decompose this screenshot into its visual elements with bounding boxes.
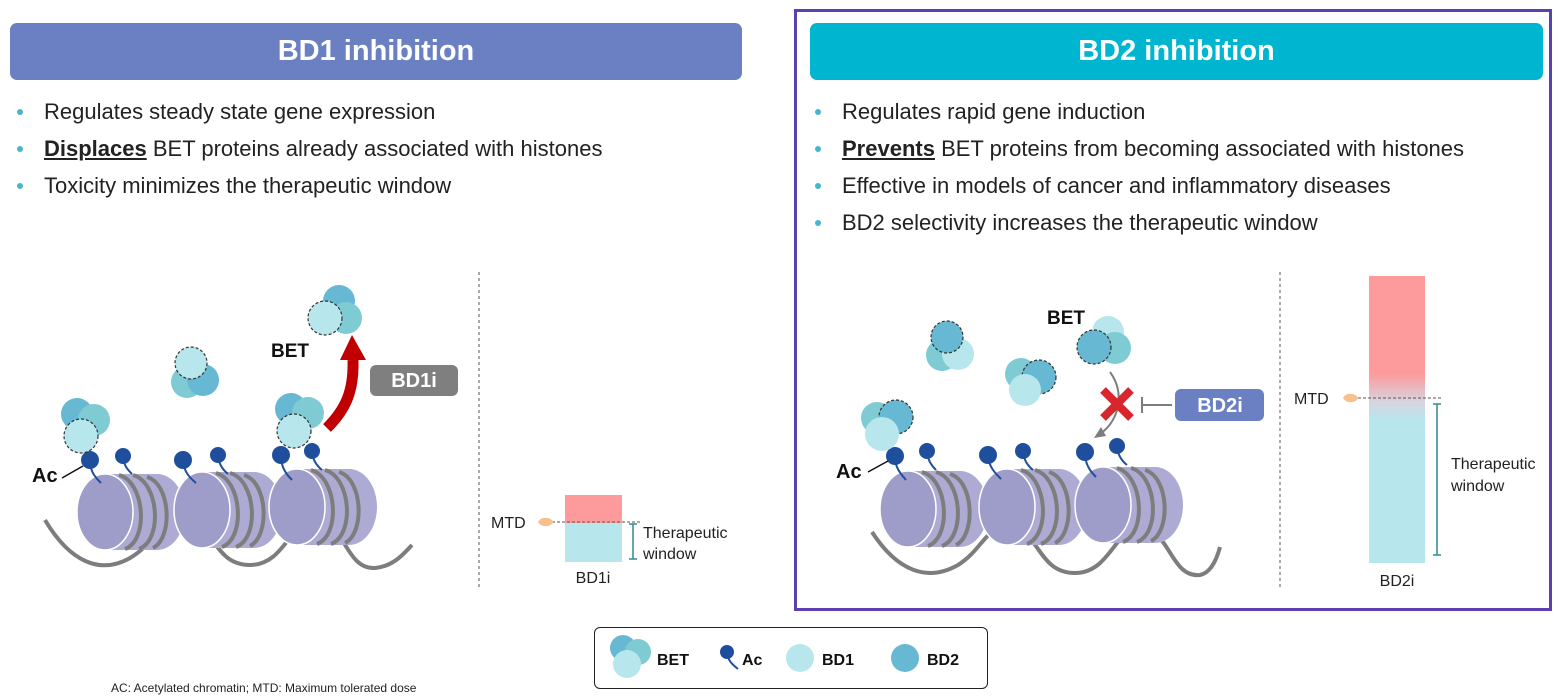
bet-protein-free [171, 346, 219, 398]
bet-protein-free [1005, 358, 1057, 406]
bd2-bullet: BD2 selectivity increases the therapeuti… [808, 204, 1464, 241]
bet-protein-free [926, 320, 974, 371]
bd1-window-label-2: window [642, 546, 697, 563]
ac-mark [115, 448, 133, 475]
bd2-chromatin: Ac [836, 438, 1222, 578]
bd2-bullet: Regulates rapid gene induction [808, 93, 1464, 130]
bd1-window-bar [565, 523, 622, 562]
bet-protein-displaced [307, 285, 362, 336]
bd1-bullet-list: Regulates steady state gene expression D… [10, 93, 602, 204]
bd1-bullet: Displaces BET proteins already associate… [10, 130, 602, 167]
bd2-panel-header: BD2 inhibition [810, 23, 1543, 80]
bet-protein-bound [861, 399, 914, 451]
legend-box [594, 627, 988, 689]
bd1-mtd-label: MTD [491, 515, 526, 532]
ac-mark [210, 447, 229, 475]
bd1-chart-xlabel: BD1i [576, 570, 611, 587]
bd1-bullet: Toxicity minimizes the therapeutic windo… [10, 167, 602, 204]
ac-mark [886, 447, 907, 481]
bd2-bet-label: BET [1047, 308, 1085, 329]
nucleosome [878, 469, 990, 549]
bd2-mtd-label: MTD [1294, 391, 1329, 408]
bd1-bet-label: BET [271, 341, 309, 362]
ac-mark [174, 451, 197, 484]
nucleosome [75, 472, 187, 552]
mtd-marker-icon [538, 517, 553, 527]
nucleosome [267, 467, 379, 547]
bd2-chart-xlabel: BD2i [1380, 573, 1415, 590]
displacement-arrow [323, 335, 366, 432]
legend-label-bd1: BD1 [822, 652, 854, 669]
svg-text:BD2i: BD2i [1197, 395, 1243, 417]
mtd-marker-icon [1343, 393, 1358, 403]
bd1i-inhibitor-badge: BD1i [370, 365, 458, 396]
bet-protein-free [1076, 316, 1131, 365]
bd2-bullet: Effective in models of cancer and inflam… [808, 167, 1464, 204]
nucleosome [172, 470, 284, 550]
ac-mark [979, 446, 1002, 480]
legend: BET Ac BD1 BD2 [610, 635, 959, 678]
ac-mark [272, 446, 293, 481]
bd2i-inhibitor-badge: BD2i [1175, 389, 1264, 421]
bet-protein-bound [61, 398, 110, 454]
ac-mark [304, 443, 323, 471]
bd1-window-chart: MTD Therapeutic window BD1i [491, 495, 728, 587]
bd1-toxicity-bar [565, 495, 622, 523]
bd2-window-chart: MTD Therapeutic window BD2i [1294, 276, 1536, 590]
block-x-icon [1100, 387, 1134, 421]
bd2-window-label-1: Therapeutic [1451, 456, 1536, 473]
svg-text:BD1i: BD1i [391, 370, 437, 392]
bet-cluster-icon [610, 635, 651, 678]
bd2-bullet: Prevents BET proteins from becoming asso… [808, 130, 1464, 167]
bd1-ac-label: Ac [32, 465, 58, 487]
bd2-window-label-2: window [1450, 478, 1505, 495]
ac-mark [1015, 443, 1034, 471]
ac-mark [1076, 443, 1097, 478]
ac-mark [81, 451, 102, 484]
bd1-window-label-1: Therapeutic [643, 525, 728, 542]
bd1-bullet: Regulates steady state gene expression [10, 93, 602, 130]
bet-protein-bound [275, 393, 324, 449]
bd1-panel-header: BD1 inhibition [10, 23, 742, 80]
ac-mark [919, 443, 937, 471]
footnote: AC: Acetylated chromatin; MTD: Maximum t… [111, 681, 417, 695]
bd2-bullet-list: Regulates rapid gene induction Prevents … [808, 93, 1464, 241]
bd2-highlight-frame [794, 9, 1552, 611]
bd2-circle-icon [891, 644, 919, 672]
bd1-chromatin: Ac [32, 443, 414, 571]
nucleosome [1073, 465, 1185, 545]
ac-mark [1109, 438, 1128, 466]
legend-label-bd2: BD2 [927, 652, 959, 669]
bd2-title: BD2 inhibition [1078, 35, 1275, 67]
legend-label-bet: BET [657, 652, 689, 669]
bd1-title: BD1 inhibition [277, 35, 475, 67]
legend-label-ac: Ac [742, 652, 763, 669]
bd2-window-bar [1369, 276, 1425, 563]
ac-lollipop-icon [720, 645, 739, 670]
bd1-circle-icon [786, 644, 814, 672]
bd2-ac-label: Ac [836, 461, 862, 483]
nucleosome [977, 467, 1089, 547]
